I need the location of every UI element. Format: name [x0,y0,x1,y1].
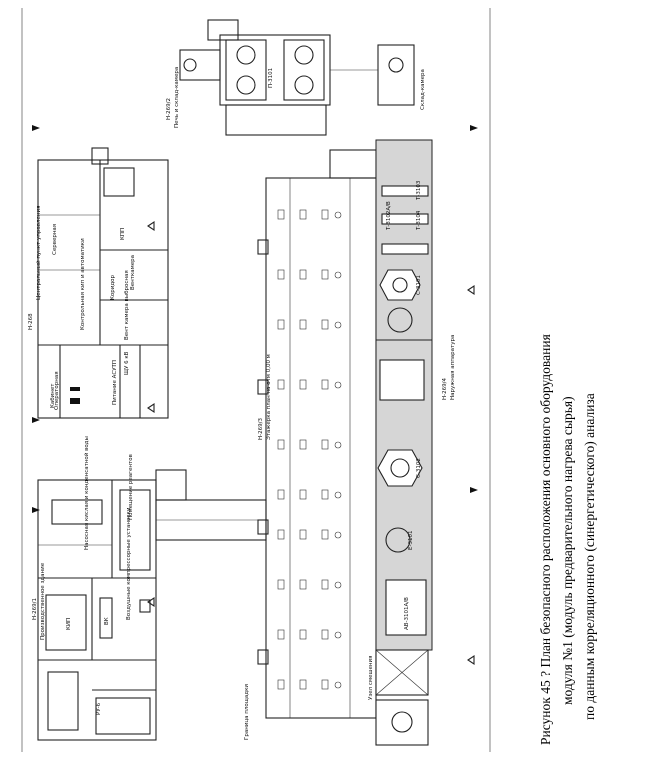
equipment-mark [299,489,307,500]
label-cherteg: Граница площадки [244,684,250,740]
pump-mark [334,381,342,389]
label-vk: ВК [104,617,110,625]
pump-mark [334,441,342,449]
label-kabinet: Кабинет [50,383,56,408]
label-p3101: П-3101 [268,68,274,88]
label-ab3101: АВ-3101А/В [404,597,410,630]
label-operator: Операторная [54,371,60,410]
equipment-mark [277,629,285,640]
pump-mark [334,491,342,499]
label-n2691: Н-269/1 [32,598,38,620]
equipment-mark [299,529,307,540]
equipment-mark [299,579,307,590]
equipment-mark [321,269,329,280]
label-pom-reag: Помещение реагентов [128,454,134,520]
label-sklad2: Склад-камера [420,69,426,110]
label-t3102: Т-3102А/В [386,201,392,231]
caption-line-1: Рисунок 45 ? План безопасного расположен… [538,334,553,745]
label-n2691-sub: Производственное здание [40,562,46,640]
label-shu: ЩУ 6 кВ [124,351,130,375]
label-uzel: Узел смешения [368,656,374,700]
equipment-mark [299,439,307,450]
equipment-mark [299,679,307,690]
label-ventkamera: Венткамера [130,255,136,290]
label-s3102: С-3102 [416,458,422,478]
building-n269-2 [179,19,415,136]
equipment-mark [321,209,329,220]
equipment-mark [321,319,329,330]
label-vent2: Вент камера выбросная [124,270,130,340]
equipment-mark [277,319,285,330]
north-marker [147,220,475,666]
building-n269-3 [257,149,377,719]
equipment-mark [277,529,285,540]
equipment-mark [321,679,329,690]
label-t3104: Т-3104 [416,210,422,231]
equipment-mark [321,439,329,450]
label-n2693: Н-269/3 [258,418,264,440]
caption-line-2: модуля №1 (модуль предварительного нагре… [560,396,575,705]
pump-mark [334,271,342,279]
label-kip: КИП [66,618,72,630]
pump-mark [334,631,342,639]
gallery [155,469,267,541]
figure-caption: Рисунок 45 ? План безопасного расположен… [538,334,597,745]
label-n2694: Н-269/4 [442,378,448,400]
plan-labels: Н-269/1 Производственное здание РУ-6 КИП… [28,67,456,740]
column-c3102 [377,449,423,487]
equipment-mark [321,579,329,590]
equipment-mark [277,379,285,390]
label-n2692: Н-269/2 [166,98,172,120]
equipment-mark [277,269,285,280]
equipment-mark [277,439,285,450]
label-n268: Н-268 [28,313,34,330]
pump-mark [334,531,342,539]
label-pech: Печь и склад-камера [174,67,180,128]
equipment-mark [321,489,329,500]
equipment-mark [277,579,285,590]
equipment-mark [299,319,307,330]
building-n269-4 [375,139,433,746]
label-cpu: Центральный пункт управления [35,206,42,300]
pump-mark [334,581,342,589]
equipment-mark [299,629,307,640]
equipment-mark [277,679,285,690]
etazherka-equipment [277,209,342,690]
label-e3101: Е-3101 [408,531,414,550]
equipment-mark [299,379,307,390]
pump-mark [334,321,342,329]
equipment-mark [321,379,329,390]
label-kpp: КПП [120,228,126,240]
label-kontrol: Контрольная кип и автоматики [80,238,86,330]
label-vozdush: Воздушные компрессорные установки [126,507,132,620]
label-serverna: Серверная [52,224,58,255]
axis-arrows [32,125,478,513]
equipment-mark [277,489,285,500]
pump-mark [334,211,342,219]
label-t3103: Т-3103 [416,180,422,201]
building-n269-1 [37,479,157,741]
equipment-mark [299,209,307,220]
building-n268 [37,147,169,419]
label-pitanie: Питание АСУТП [112,360,118,405]
label-naruzh: Наружная аппаратура [450,335,456,400]
label-etazherka: Этажерка план на отм 0,00 м [266,354,272,440]
pump-mark [334,681,342,689]
label-koridor: Коридор [110,274,116,300]
caption-line-3: по данным корреляционного (синергетическ… [582,393,597,720]
label-rp6: РУ-6 [96,702,102,715]
label-nasosn: Насосная кислая и конденсатной воды [83,436,90,550]
column-c3101 [379,269,421,301]
equipment-mark [277,209,285,220]
label-s3101: С-3101 [416,275,422,295]
equipment-mark [321,629,329,640]
equipment-mark [321,529,329,540]
equipment-mark [299,269,307,280]
